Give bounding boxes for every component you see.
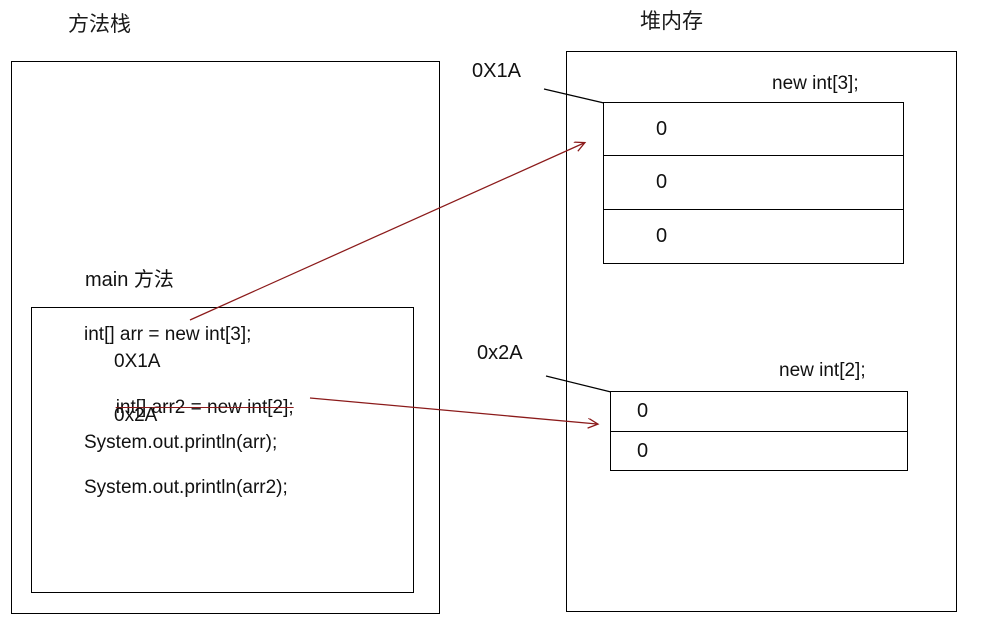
code-line-declare-arr: int[] arr = new int[3];: [84, 324, 252, 345]
heap-address-label-0x1a: 0X1A: [472, 60, 521, 82]
array-table-int2: 0 0: [610, 391, 908, 471]
array-cell: 0: [604, 103, 903, 157]
array-allocation-label-int2: new int[2];: [779, 360, 866, 381]
method-stack-title: 方法栈: [68, 13, 131, 36]
code-line-println-arr: System.out.println(arr);: [84, 432, 278, 453]
heap-address-label-0x2a: 0x2A: [477, 342, 523, 364]
array-table-int3: 0 0 0: [603, 102, 904, 264]
code-line-declare-arr2: int[] arr2 = new int[2];: [84, 379, 384, 417]
code-blank-line: [84, 462, 384, 478]
main-method-label: main 方法: [85, 269, 174, 291]
array-allocation-label-int3: new int[3];: [772, 73, 859, 94]
heap-memory-frame: [566, 51, 957, 612]
array-cell: 0: [656, 224, 668, 247]
code-line-declare-arr2-text: int[] arr2 = new int[2];: [115, 397, 294, 419]
array-cell: 0: [604, 156, 903, 210]
array-cell: 0: [611, 392, 907, 432]
code-line-println-arr2: System.out.println(arr2);: [84, 477, 288, 498]
array-cell: 0: [637, 439, 649, 462]
code-block: int[] arr = new int[3]; 0X1A int[] arr2 …: [84, 325, 384, 505]
code-line-arr-address: 0X1A: [114, 351, 161, 372]
code-line-arr2-address: 0x2A: [114, 405, 158, 426]
heap-memory-title: 堆内存: [640, 10, 703, 33]
method-stack-frame: [11, 61, 440, 614]
